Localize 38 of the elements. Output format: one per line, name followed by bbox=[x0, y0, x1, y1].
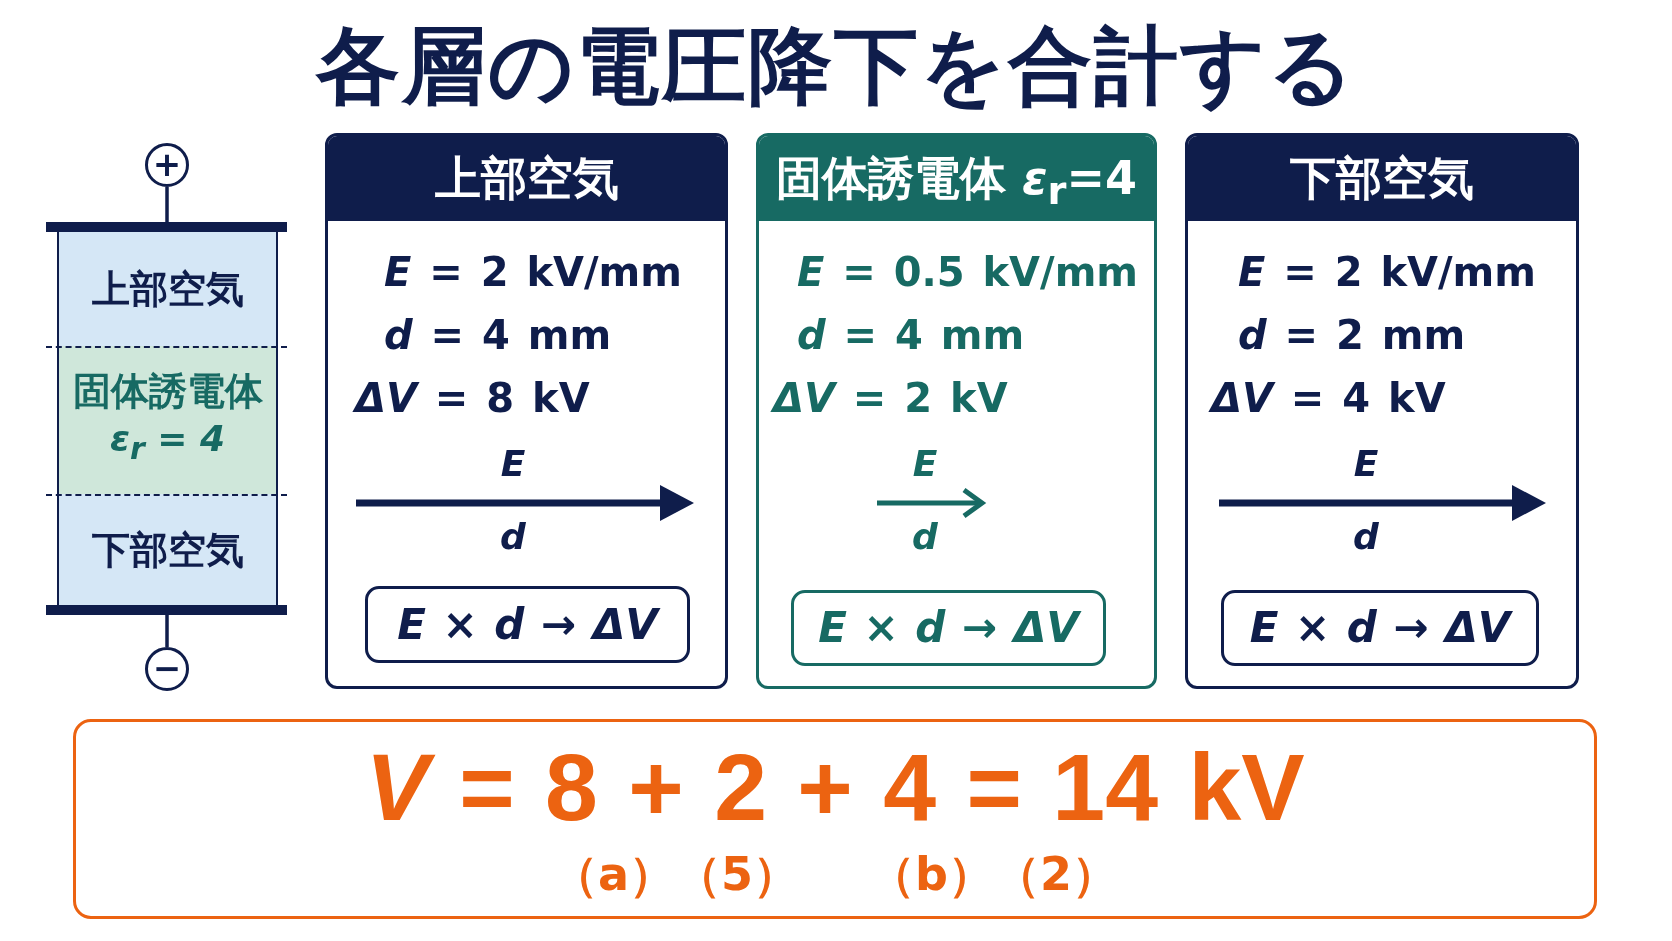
layer-name: 下部空気 bbox=[91, 526, 244, 574]
wire bbox=[165, 615, 169, 647]
permittivity-label: ε$_{r}$ = 4 bbox=[109, 416, 226, 469]
equation: E = 2 kV/mm bbox=[384, 248, 682, 297]
equation: E = 2 kV/mm bbox=[1238, 248, 1536, 297]
card-header: 上部空気 bbox=[328, 136, 725, 221]
air-layer bbox=[57, 232, 278, 346]
card-header: 固体誘電体 ε$_{r}$=4 bbox=[759, 136, 1154, 221]
answer-label: （a）（5） bbox=[552, 846, 800, 902]
dielectric-layer bbox=[57, 346, 278, 494]
answer-label: （b）（2） bbox=[869, 846, 1118, 902]
result-box bbox=[73, 719, 1597, 919]
arrow-label: d bbox=[1353, 515, 1379, 559]
layer-card bbox=[756, 133, 1157, 689]
formula-box: E × d → ΔV bbox=[365, 586, 690, 663]
card-header: 下部空気 bbox=[1188, 136, 1576, 221]
layer-name: 固体誘電体 bbox=[72, 367, 263, 415]
result-equation: V = 8 + 2 + 4 = 14 kV bbox=[365, 733, 1305, 842]
capacitor bbox=[46, 222, 287, 615]
arrow-label: E bbox=[1353, 442, 1379, 486]
layer-card bbox=[1185, 133, 1579, 689]
plus-terminal: + bbox=[145, 143, 189, 187]
arrow-label: E bbox=[500, 442, 526, 486]
formula-box: E × d → ΔV bbox=[1221, 590, 1539, 666]
arrow-label: d bbox=[500, 515, 526, 559]
formula-box: E × d → ΔV bbox=[791, 590, 1106, 666]
layer-card bbox=[325, 133, 728, 689]
title: 各層の電圧降下を合計する bbox=[316, 16, 1356, 116]
air-layer bbox=[57, 494, 278, 605]
arrow-label: E bbox=[912, 442, 938, 486]
equation: d = 4 mm bbox=[797, 311, 1025, 360]
wire bbox=[165, 187, 169, 222]
equation: E = 0.5 kV/mm bbox=[797, 248, 1138, 297]
equation: d = 4 mm bbox=[384, 311, 612, 360]
equation: d = 2 mm bbox=[1238, 311, 1466, 360]
arrow-label: d bbox=[912, 515, 938, 559]
layer-name: 上部空気 bbox=[91, 266, 244, 313]
minus-terminal: − bbox=[145, 647, 189, 691]
